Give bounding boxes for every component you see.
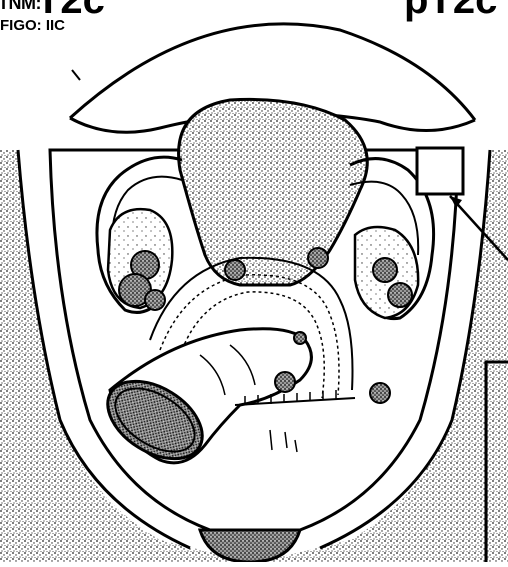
pathologic-stage: pT2c [404, 0, 497, 20]
legend-box [417, 148, 463, 194]
figo-label: FIGO: IIC [0, 18, 65, 33]
tnm-label: TNM: [0, 0, 41, 12]
figo-prefix: FIGO: [0, 17, 42, 34]
figo-stage-value: IIC [46, 17, 65, 34]
